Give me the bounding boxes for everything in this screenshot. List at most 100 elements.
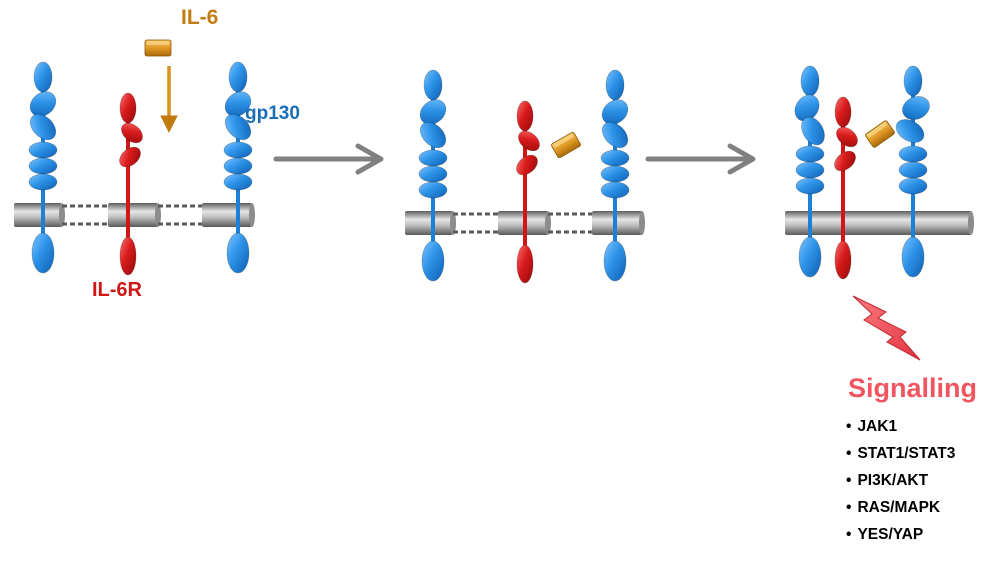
gp130-domain (418, 181, 448, 199)
il6r-domain (836, 126, 858, 148)
gp130-domain (33, 61, 53, 93)
gp130-cytoplasmic-domain (901, 236, 925, 278)
pathway-item: STAT1/STAT3 (846, 440, 955, 467)
il6r-receptor (516, 100, 540, 284)
gp130-domain (28, 141, 58, 159)
gp130-domain (903, 65, 923, 97)
gp130-cytoplasmic-domain (603, 240, 627, 282)
membrane-segment-body (14, 203, 62, 227)
pathway-item: RAS/MAPK (846, 494, 955, 521)
gp130-domain (29, 113, 57, 141)
gp130-domain (224, 91, 252, 117)
il6-ligand-highlight (552, 133, 575, 148)
gp130-domain (605, 69, 625, 101)
gp130-right (600, 69, 630, 282)
il6r-domain (119, 146, 141, 168)
membrane-segment (14, 203, 65, 227)
gp130-cytoplasmic-domain (31, 232, 55, 274)
membrane-link (453, 212, 498, 234)
membrane-end (968, 211, 974, 235)
il6r-receptor (119, 92, 143, 276)
gp130-domain (228, 61, 248, 93)
pathway-item: YES/YAP (846, 521, 955, 548)
membrane-segment-body (202, 203, 252, 227)
gp130-right (223, 61, 253, 274)
il6r-receptor (834, 96, 858, 280)
gp130-domain (795, 177, 825, 195)
membrane-link (548, 212, 592, 234)
gp130-cytoplasmic-domain (798, 236, 822, 278)
gp130-domain (29, 91, 57, 117)
gp130-domain (423, 69, 443, 101)
gp130-cytoplasmic-domain (226, 232, 250, 274)
il6r-domain (119, 92, 137, 124)
membrane-segment-end (639, 211, 645, 235)
gp130-domain (898, 177, 928, 195)
gp130-left (28, 61, 58, 274)
step-arrow-1 (273, 143, 384, 175)
il6r-cytoplasmic-domain (834, 240, 852, 280)
membrane-link (158, 204, 202, 226)
gp130-right (895, 65, 930, 278)
il6-ligand (144, 39, 172, 57)
gp130-domain (795, 161, 825, 179)
step-arrow-2 (645, 143, 756, 175)
membrane-segment-end (249, 203, 255, 227)
il6-ligand-bound (551, 131, 581, 159)
pathway-item: JAK1 (846, 413, 955, 440)
il6r-domain (516, 154, 538, 176)
il6-ligand-body (551, 131, 581, 159)
il6-ligand-body (865, 120, 895, 148)
gp130-cytoplasmic-domain (421, 240, 445, 282)
membrane-segment-body (108, 203, 158, 227)
gp130-domain (224, 113, 252, 141)
il6r-domain (834, 150, 856, 172)
gp130-domain (418, 165, 448, 183)
gp130-left (418, 69, 448, 282)
il6r-domain (834, 96, 852, 128)
pathway-item: PI3K/AKT (846, 467, 955, 494)
gp130-domain (223, 157, 253, 175)
gp130-domain (28, 173, 58, 191)
gp130-domain (419, 99, 447, 125)
gp130-label: gp130 (245, 103, 300, 124)
il6-label: IL-6 (181, 6, 219, 29)
gp130-domain (800, 65, 820, 97)
signalling-title: Signalling (848, 373, 978, 403)
gp130-domain (223, 141, 253, 159)
gp130-domain (601, 121, 629, 149)
gp130-domain (801, 116, 825, 146)
gp130-domain (419, 121, 447, 149)
gp130-domain (601, 99, 629, 125)
membrane-segment (592, 211, 645, 235)
membrane-segment-body (405, 211, 453, 235)
il6r-cytoplasmic-domain (516, 244, 534, 284)
gp130-domain (600, 165, 630, 183)
membrane-segment (405, 211, 456, 235)
il6r-domain (518, 130, 540, 152)
il6-ligand-highlight (147, 41, 169, 45)
il6r-label: IL-6R (92, 279, 142, 301)
membrane-segment-end (59, 203, 65, 227)
gp130-domain (898, 145, 928, 163)
gp130-domain (28, 157, 58, 175)
membrane-segment-end (155, 203, 161, 227)
membrane-segment-end (545, 211, 551, 235)
gp130-domain (898, 161, 928, 179)
gp130-domain (418, 149, 448, 167)
il6r-domain (516, 100, 534, 132)
membrane-continuous (785, 211, 971, 235)
gp130-domain (600, 181, 630, 199)
gp130-domain (895, 119, 925, 143)
membrane-link (62, 204, 108, 226)
signalling-pathway-list: JAK1 STAT1/STAT3 PI3K/AKT RAS/MAPK YES/Y… (846, 413, 955, 548)
gp130-domain (223, 173, 253, 191)
gp130-left (794, 65, 825, 278)
membrane-segment (108, 203, 161, 227)
signal-lightning-icon (852, 295, 921, 361)
il6-ligand-complex (865, 120, 895, 148)
membrane-segment-end (450, 211, 456, 235)
il6r-domain (121, 122, 143, 144)
gp130-domain (795, 145, 825, 163)
